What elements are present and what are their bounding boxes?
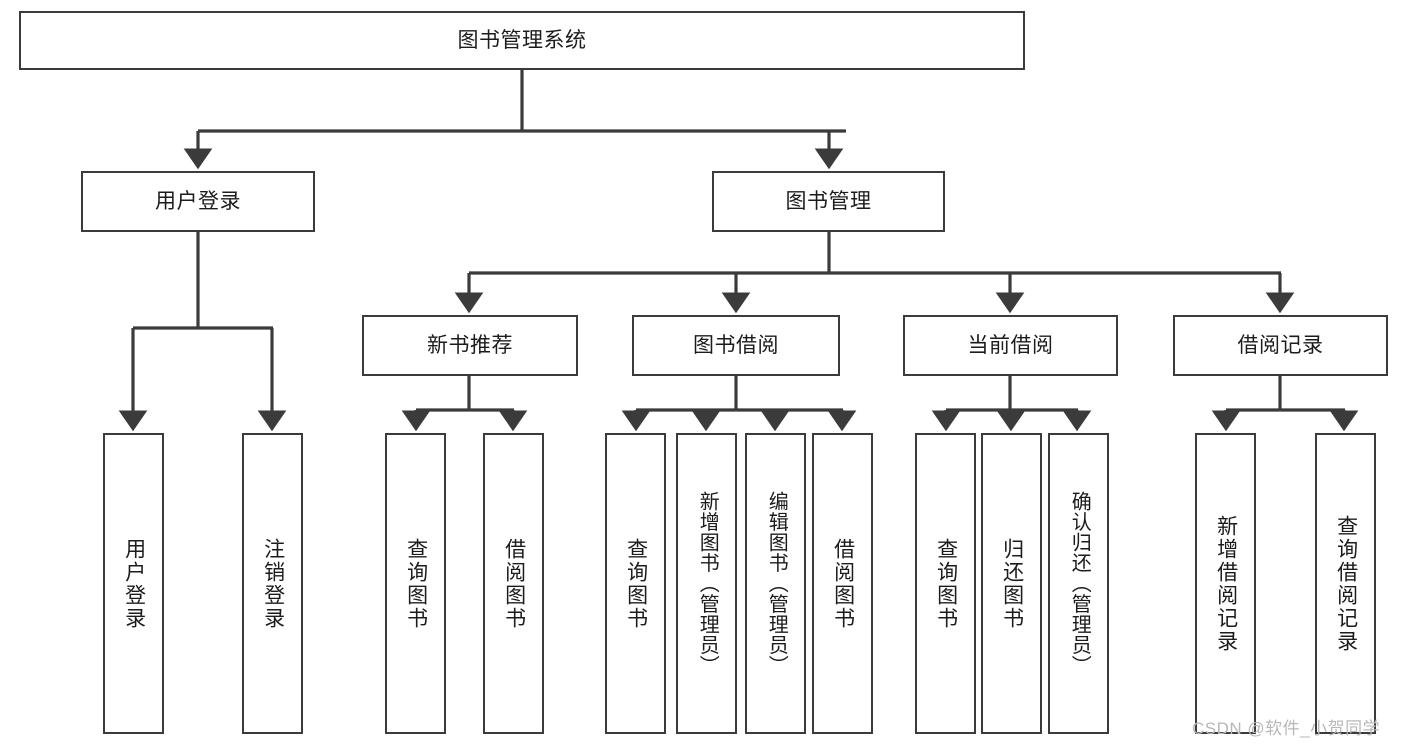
node-label: 新增借阅记录 <box>1214 514 1238 653</box>
node-label: 图书管理 <box>785 190 872 213</box>
node-leaf-query-book-3[interactable]: 查询图书 <box>915 433 976 734</box>
node-book-borrow[interactable]: 图书借阅 <box>632 315 840 376</box>
node-label: 新增图书（管理员） <box>696 491 719 676</box>
node-leaf-add-record[interactable]: 新增借阅记录 <box>1195 433 1256 734</box>
node-label: 借阅图书 <box>502 537 526 630</box>
node-leaf-confirm-return[interactable]: 确认归还（管理员） <box>1048 433 1109 734</box>
node-label: 用户登录 <box>155 190 241 213</box>
node-label: 图书借阅 <box>693 334 779 357</box>
node-label: 用户登录 <box>122 537 146 630</box>
node-leaf-query-book-1[interactable]: 查询图书 <box>385 433 446 734</box>
node-label: 新书推荐 <box>427 334 513 357</box>
node-leaf-user-login[interactable]: 用户登录 <box>103 433 164 734</box>
node-label: 查询图书 <box>934 537 958 630</box>
node-book-manage[interactable]: 图书管理 <box>712 171 945 232</box>
node-label: 图书管理系统 <box>457 29 587 52</box>
node-leaf-query-book-2[interactable]: 查询图书 <box>605 433 666 734</box>
node-label: 查询借阅记录 <box>1334 514 1358 653</box>
node-current-borrow[interactable]: 当前借阅 <box>903 315 1118 376</box>
node-leaf-borrow-book-1[interactable]: 借阅图书 <box>483 433 544 734</box>
node-leaf-query-record[interactable]: 查询借阅记录 <box>1315 433 1376 734</box>
node-label: 查询图书 <box>624 537 648 630</box>
node-label: 编辑图书（管理员） <box>765 491 788 676</box>
node-label: 当前借阅 <box>967 334 1054 357</box>
node-borrow-record[interactable]: 借阅记录 <box>1173 315 1388 376</box>
node-label: 查询图书 <box>404 537 428 630</box>
node-label: 注销登录 <box>261 537 285 630</box>
node-leaf-user-logout[interactable]: 注销登录 <box>242 433 303 734</box>
node-label: 借阅记录 <box>1237 334 1324 357</box>
node-new-book-rec[interactable]: 新书推荐 <box>362 315 578 376</box>
csdn-watermark: CSDN @软件_小贺同学 <box>1192 719 1381 738</box>
node-label: 借阅图书 <box>831 537 855 630</box>
node-root[interactable]: 图书管理系统 <box>19 11 1025 70</box>
node-leaf-return-book[interactable]: 归还图书 <box>981 433 1042 734</box>
node-leaf-add-book[interactable]: 新增图书（管理员） <box>676 433 737 734</box>
node-leaf-borrow-book-2[interactable]: 借阅图书 <box>812 433 873 734</box>
node-label: 确认归还（管理员） <box>1068 491 1091 676</box>
node-user-login[interactable]: 用户登录 <box>81 171 315 232</box>
node-label: 归还图书 <box>1000 537 1024 630</box>
node-leaf-edit-book[interactable]: 编辑图书（管理员） <box>745 433 806 734</box>
